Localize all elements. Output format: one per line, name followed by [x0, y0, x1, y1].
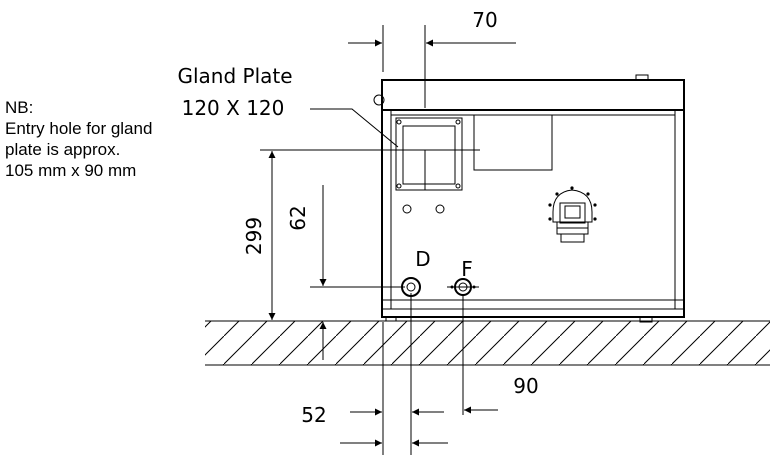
gland-plate-leader	[310, 108, 399, 148]
note-line: Entry hole for gland	[5, 119, 153, 138]
dimension-70	[348, 25, 516, 190]
floor-section	[205, 320, 770, 366]
dimension-70-value: 70	[472, 8, 497, 32]
label-d: D	[415, 247, 430, 271]
dimension-62	[310, 185, 405, 360]
label-f: F	[461, 257, 473, 281]
burner	[548, 186, 597, 243]
note-line: 105 mm x 90 mm	[5, 161, 137, 180]
gland-plate	[395, 117, 463, 214]
dimension-299	[260, 149, 480, 320]
dimension-62-value: 62	[286, 205, 310, 230]
boiler-casing	[373, 74, 685, 323]
dimension-299-value: 299	[242, 217, 266, 255]
note-line: NB:	[5, 98, 34, 117]
gland-plate-size: 120 X 120	[182, 96, 285, 120]
note-line: plate is approx.	[5, 140, 121, 159]
connection-f	[447, 278, 479, 415]
entry-hole-note: NB: Entry hole for gland plate is approx…	[5, 97, 152, 181]
gland-plate-title: Gland Plate	[177, 64, 292, 88]
control-panel	[473, 114, 553, 171]
dimension-52	[340, 322, 448, 455]
dimension-90-value: 90	[513, 374, 538, 398]
dimension-52-value: 52	[301, 403, 326, 427]
